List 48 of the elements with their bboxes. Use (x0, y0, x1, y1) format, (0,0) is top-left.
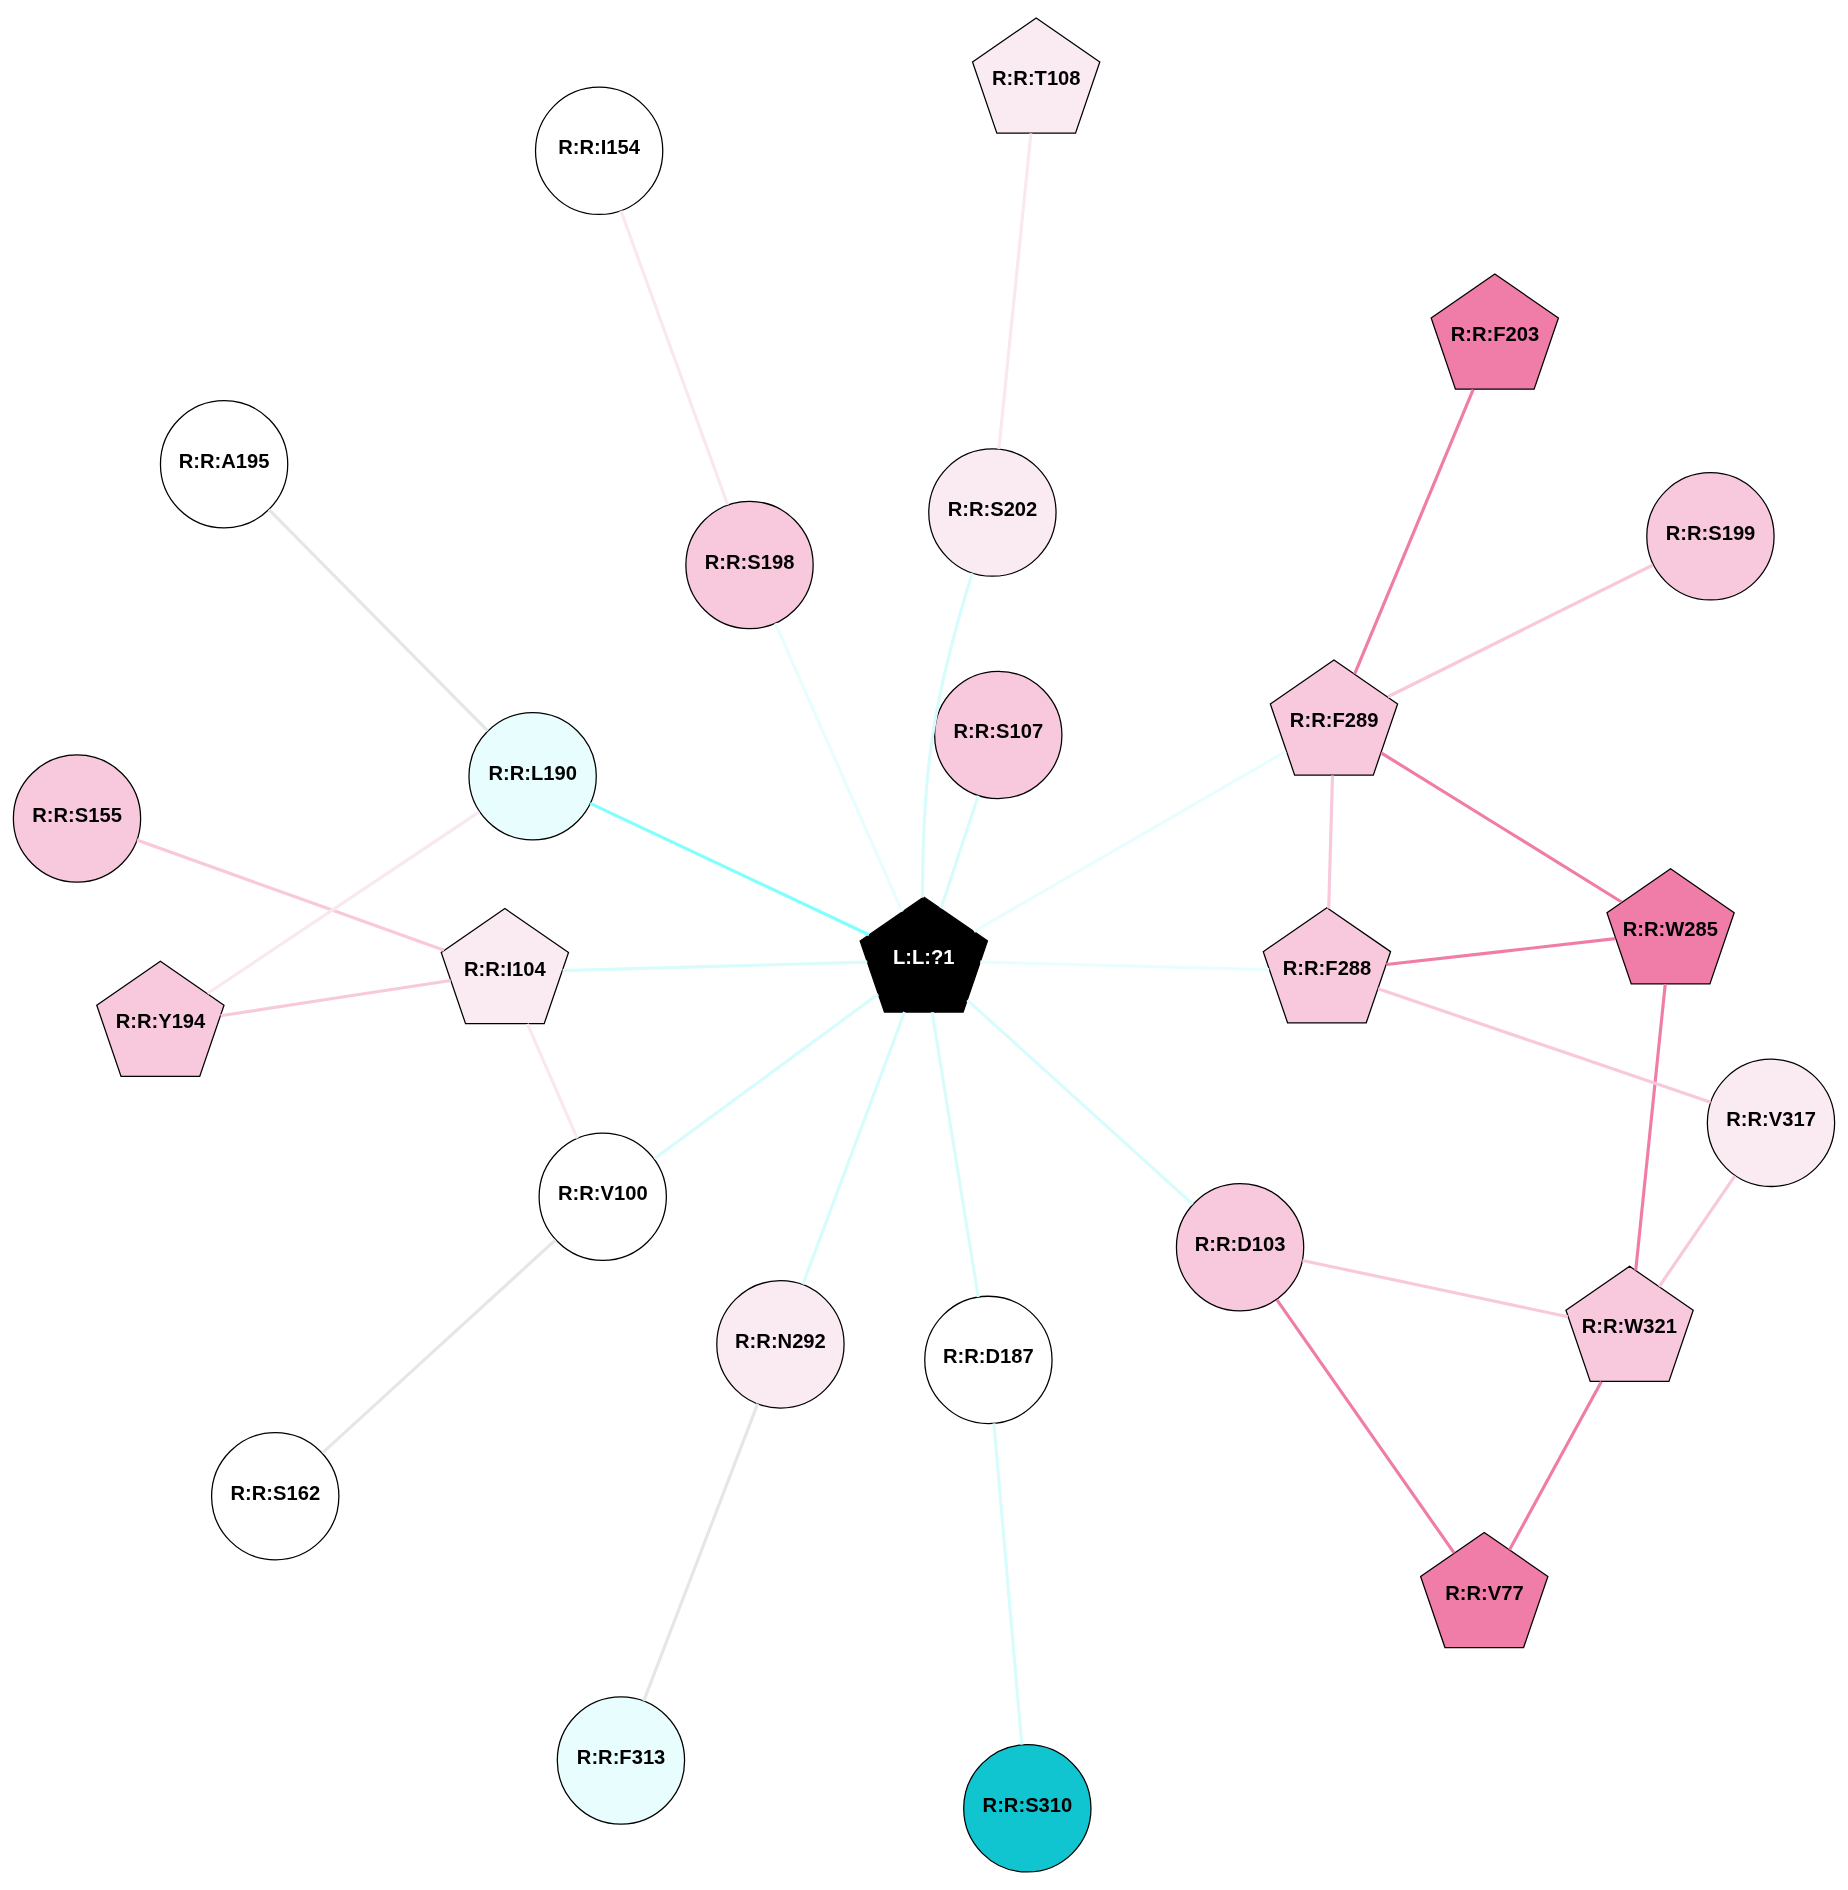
connector (1302, 1258, 1569, 1319)
connector (1327, 775, 1335, 909)
node-circle: R:R:F313 (556, 1696, 686, 1825)
node-circle: R:R:S107 (934, 670, 1063, 800)
node-circle: R:R:S202 (928, 448, 1057, 577)
node-circle: R:R:I154 (534, 86, 664, 216)
connector (992, 1423, 1024, 1745)
node-circle: R:R:A195 (159, 400, 289, 529)
connector (642, 1403, 760, 1702)
connector (980, 960, 1270, 972)
connector (1387, 563, 1654, 699)
node-circle: R:R:N292 (716, 1280, 845, 1409)
connector (920, 572, 974, 898)
connector (973, 750, 1287, 933)
connector (1508, 1380, 1603, 1551)
node-circle: R:R:L190 (468, 712, 597, 841)
node-circle: R:R:S155 (12, 754, 142, 883)
connector (619, 210, 730, 506)
node-circle: R:R:S162 (211, 1431, 340, 1561)
connector (267, 508, 489, 732)
node-circle: R:R:S310 (963, 1744, 1092, 1873)
connector (1386, 937, 1616, 967)
node-circle: R:R:D103 (1175, 1182, 1305, 1312)
connector (321, 1238, 557, 1455)
connector (1275, 1299, 1456, 1554)
connector (589, 802, 870, 937)
connector (525, 1023, 579, 1139)
connector (801, 1011, 906, 1285)
connector (1380, 751, 1623, 904)
connector (773, 622, 904, 913)
connector (1377, 987, 1712, 1104)
connector (653, 992, 879, 1161)
connector (939, 795, 980, 909)
node-circle: R:R:V100 (538, 1132, 667, 1261)
node-circle: R:R:S199 (1646, 472, 1775, 601)
connector (562, 960, 868, 973)
connector (206, 810, 481, 995)
connector (1634, 983, 1667, 1271)
node-circle: R:R:V317 (1706, 1058, 1836, 1188)
node-circle: R:R:S198 (685, 500, 814, 630)
node-circle: R:R:D187 (924, 1295, 1053, 1425)
connector (966, 998, 1194, 1206)
connector (1353, 389, 1475, 675)
connector (1657, 1174, 1737, 1288)
connector (136, 838, 445, 952)
connector (220, 978, 451, 1018)
connector (930, 1012, 980, 1298)
connector (997, 133, 1033, 450)
